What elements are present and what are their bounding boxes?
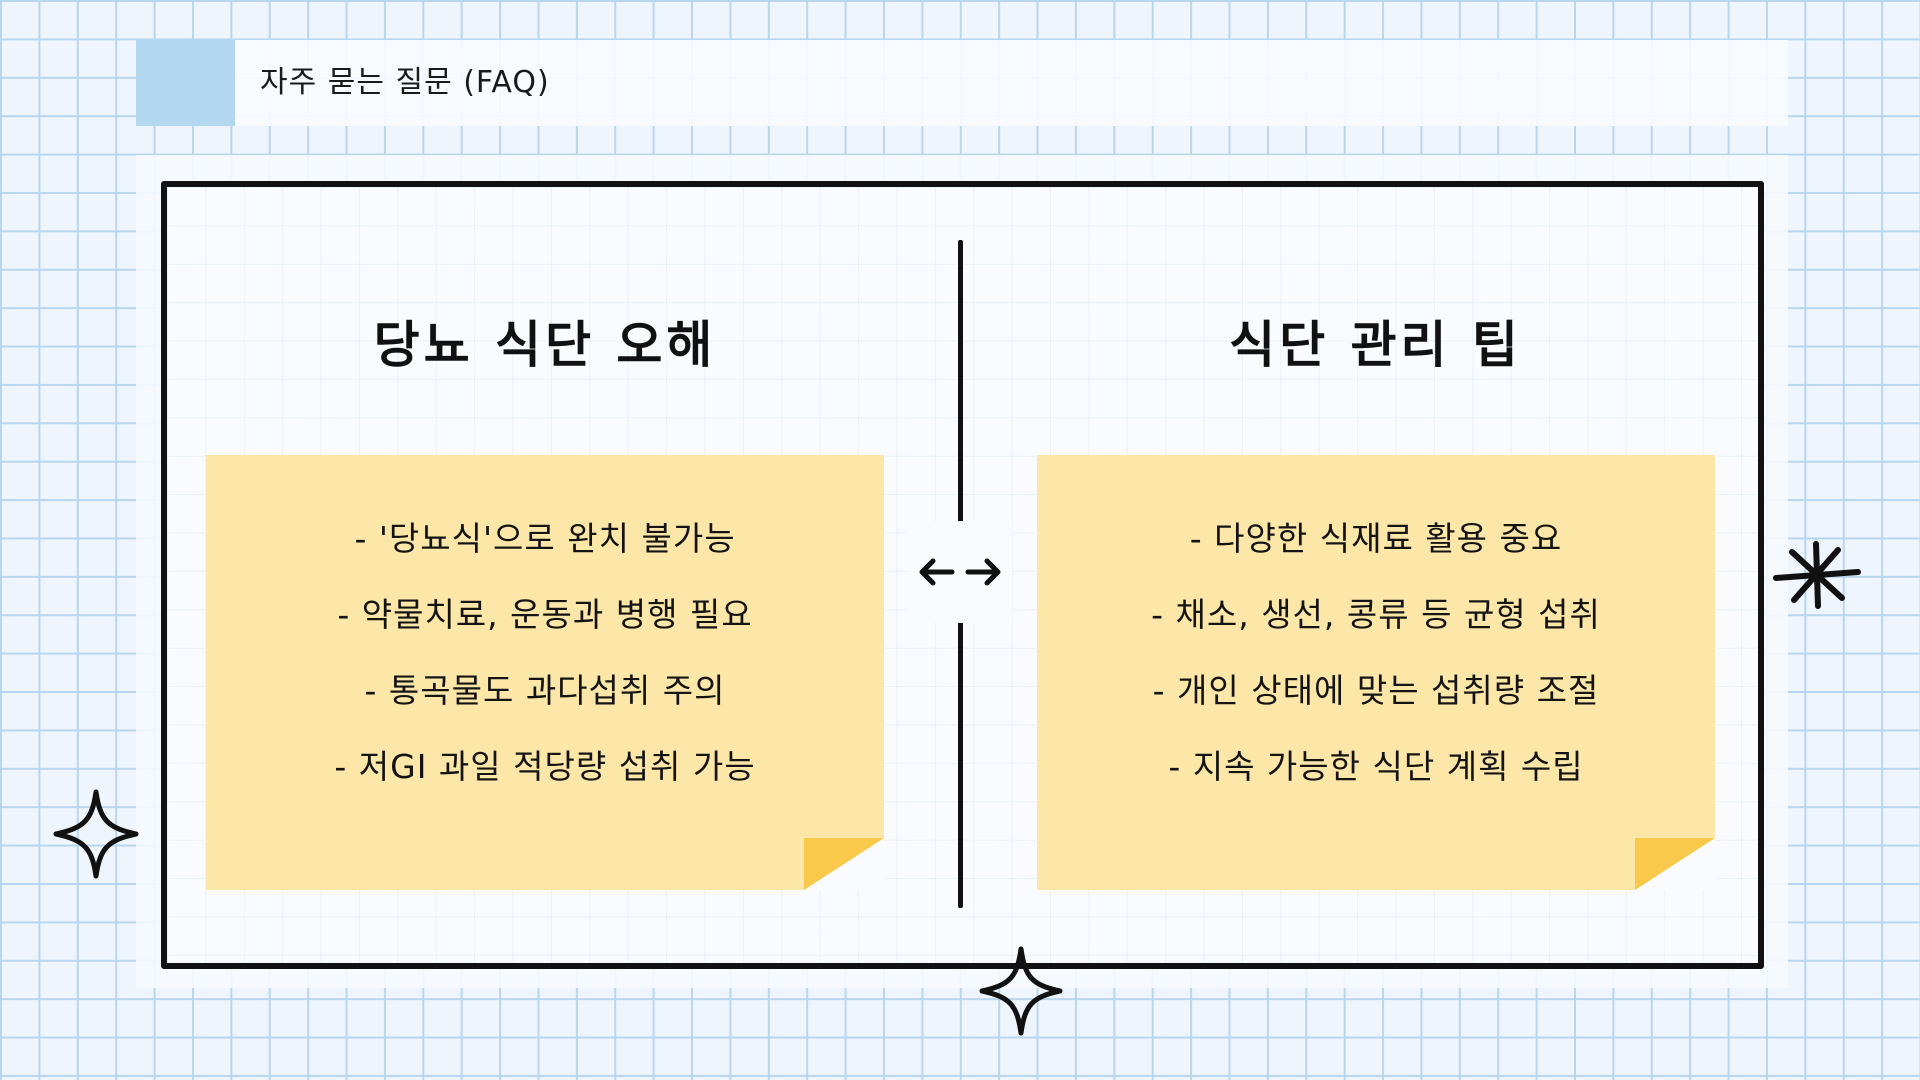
right-note-card: - 다양한 식재료 활용 중요 - 채소, 생선, 콩류 등 균형 섭취 - 개… xyxy=(1037,455,1715,890)
list-item: - 다양한 식재료 활용 중요 xyxy=(1189,519,1563,558)
double-arrow-icon xyxy=(908,521,1012,623)
page-title: 자주 묻는 질문 (FAQ) xyxy=(260,65,550,100)
list-item: - 약물치료, 운동과 병행 필요 xyxy=(337,595,753,634)
list-item: - 지속 가능한 식단 계획 수립 xyxy=(1168,747,1584,786)
list-item: - 저GI 과일 적당량 섭취 가능 xyxy=(334,747,756,786)
sparkle-icon xyxy=(50,786,142,886)
left-note-card: - '당뇨식'으로 완치 불가능 - 약물치료, 운동과 병행 필요 - 통곡물… xyxy=(206,455,884,890)
sparkle-icon xyxy=(976,944,1066,1042)
list-item: - '당뇨식'으로 완치 불가능 xyxy=(354,519,736,558)
list-item: - 채소, 생선, 콩류 등 균형 섭취 xyxy=(1151,595,1601,634)
header-color-swatch xyxy=(136,40,235,126)
list-item: - 개인 상태에 맞는 섭취량 조절 xyxy=(1152,671,1600,710)
list-item: - 통곡물도 과다섭취 주의 xyxy=(364,671,726,710)
left-note-list: - '당뇨식'으로 완치 불가능 - 약물치료, 운동과 병행 필요 - 통곡물… xyxy=(206,501,884,805)
header-bar: 자주 묻는 질문 (FAQ) xyxy=(136,40,1788,126)
right-column-title: 식단 관리 팁 xyxy=(1229,316,1522,374)
right-note-list: - 다양한 식재료 활용 중요 - 채소, 생선, 콩류 등 균형 섭취 - 개… xyxy=(1037,501,1715,805)
asterisk-icon xyxy=(1772,540,1862,614)
left-column-title: 당뇨 식단 오해 xyxy=(373,316,717,374)
